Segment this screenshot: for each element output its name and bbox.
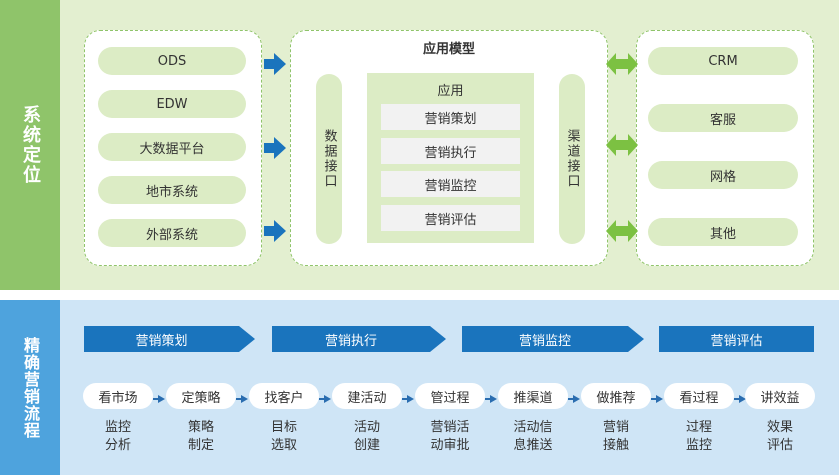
step-description: 目标选取 — [270, 420, 297, 453]
application-title: 应用 — [437, 84, 464, 99]
channel-pill-crm: CRM — [648, 47, 798, 75]
step-pill: 建活动 — [332, 383, 402, 409]
channel-pill-other: 其他 — [648, 218, 798, 246]
step-description: 监控分析 — [104, 420, 131, 453]
step-pill: 看市场 — [83, 383, 153, 409]
app-item-execution: 营销执行 — [381, 138, 520, 164]
step-pill: 找客户 — [249, 383, 319, 409]
step-arrow-icon — [490, 395, 497, 403]
channel-interface-label: 渠道接口 — [564, 129, 580, 189]
data-interface-column: 数据接口 — [316, 74, 342, 244]
step-pill: 做推荐 — [581, 383, 651, 409]
right-arrow-icon — [264, 137, 286, 159]
source-pill-ods: ODS — [98, 47, 246, 75]
step-description: 策略制定 — [187, 420, 214, 453]
step-description: 效果评估 — [766, 420, 793, 453]
step-arrow-icon — [739, 395, 746, 403]
app-item-monitoring: 营销监控 — [381, 171, 520, 197]
right-arrow-icon — [264, 220, 286, 242]
source-pill-bigdata: 大数据平台 — [98, 133, 246, 161]
step-arrow-icon — [241, 395, 248, 403]
step-description: 营销活动审批 — [430, 420, 470, 453]
step-description: 过程监控 — [685, 420, 712, 453]
positioning-side-label: 系统定位 — [20, 105, 41, 185]
step-description: 活动信息推送 — [513, 420, 553, 453]
step-description: 活动创建 — [353, 420, 380, 453]
stage-arrow-tip — [239, 326, 255, 352]
app-item-evaluation: 营销评估 — [381, 205, 520, 231]
channel-pill-grid: 网格 — [648, 161, 798, 189]
positioning-side-bar: 系统定位 — [0, 0, 60, 290]
step-arrow-icon — [407, 395, 414, 403]
step-pill: 推渠道 — [498, 383, 568, 409]
step-pill: 讲效益 — [745, 383, 815, 409]
step-description: 营销接触 — [602, 420, 629, 453]
double-arrow-icon — [606, 220, 638, 242]
double-arrow-icon — [606, 53, 638, 75]
source-pill-city: 地市系统 — [98, 176, 246, 204]
right-arrow-icon — [264, 53, 286, 75]
stage-evaluation: 营销评估 — [659, 326, 814, 352]
source-pill-edw: EDW — [98, 90, 246, 118]
stage-arrow-tip — [430, 326, 446, 352]
source-pill-external: 外部系统 — [98, 219, 246, 247]
stage-arrow-tip — [628, 326, 644, 352]
process-side-bar: 精确营销流程 — [0, 300, 60, 475]
stage-planning: 营销策划 — [84, 326, 239, 352]
channel-pill-service: 客服 — [648, 104, 798, 132]
step-pill: 看过程 — [664, 383, 734, 409]
step-arrow-icon — [656, 395, 663, 403]
step-pill: 定策略 — [166, 383, 236, 409]
double-arrow-icon — [606, 134, 638, 156]
application-model-title: 应用模型 — [422, 42, 475, 57]
process-side-label: 精确营销流程 — [21, 336, 40, 439]
step-arrow-icon — [324, 395, 331, 403]
channel-interface-column: 渠道接口 — [559, 74, 585, 244]
data-interface-label: 数据接口 — [321, 129, 337, 189]
app-item-planning: 营销策划 — [381, 104, 520, 130]
stage-execution: 营销执行 — [272, 326, 430, 352]
step-arrow-icon — [573, 395, 580, 403]
step-arrow-icon — [158, 395, 165, 403]
step-pill: 管过程 — [415, 383, 485, 409]
stage-monitoring: 营销监控 — [462, 326, 628, 352]
